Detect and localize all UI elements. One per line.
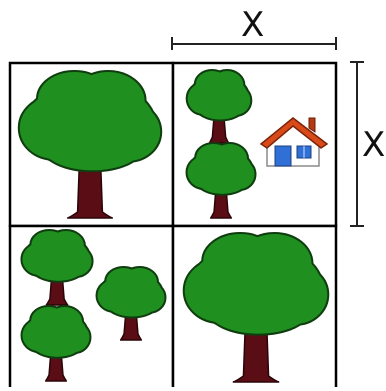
- tree-foliage: [20, 229, 94, 283]
- small-tree: [95, 266, 167, 341]
- trees-layer: [17, 69, 330, 383]
- large-tree: [17, 70, 163, 219]
- tree-foliage: [20, 305, 92, 359]
- right-dimension-bracket: [350, 61, 364, 227]
- small-tree: [185, 142, 257, 219]
- top-dimension-label: X: [241, 5, 265, 45]
- small-tree: [20, 229, 94, 306]
- small-tree: [185, 69, 253, 144]
- tree-foliage: [182, 231, 330, 336]
- small-tree: [20, 305, 92, 382]
- right-dimension-label: X: [362, 125, 386, 165]
- tree-foliage: [95, 266, 167, 319]
- tree-trunk: [67, 155, 113, 219]
- tree-foliage: [185, 69, 253, 122]
- top-dimension-bracket: [171, 37, 337, 50]
- tree-foliage: [185, 142, 257, 196]
- house-icon: [259, 117, 329, 167]
- tree-trunk: [232, 319, 280, 383]
- tree-foliage: [17, 70, 163, 173]
- large-tree: [182, 231, 330, 383]
